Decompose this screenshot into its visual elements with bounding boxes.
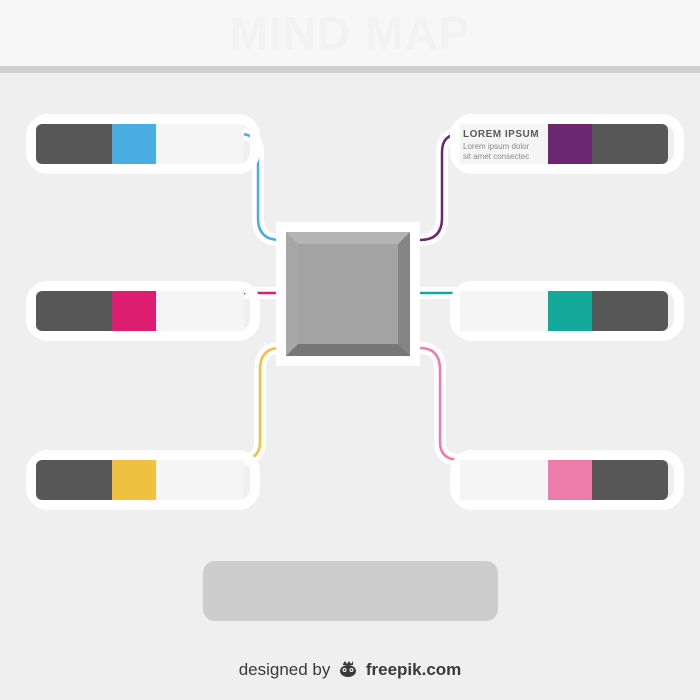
header-divider	[0, 66, 700, 73]
node-tab	[592, 460, 668, 500]
node-text-box	[156, 124, 244, 164]
node-tab	[592, 124, 668, 164]
node-bottom-left	[26, 450, 260, 510]
node-text-box	[156, 460, 244, 500]
node-title: LOREM IPSUM	[463, 129, 540, 140]
node-color-swatch	[112, 460, 156, 500]
central-node-face	[298, 244, 398, 344]
node-color-swatch	[548, 460, 592, 500]
node-tab	[592, 291, 668, 331]
node-body	[156, 129, 244, 131]
connector-bottom-left	[239, 346, 281, 462]
central-node-bevel	[286, 232, 410, 356]
node-middle-right	[450, 281, 684, 341]
diagram-title: MIND MAP	[229, 7, 471, 59]
node-bottom-right	[450, 450, 684, 510]
credit-line: designed by freepik.com	[0, 660, 700, 680]
node-tab	[36, 291, 112, 331]
node-color-swatch	[112, 124, 156, 164]
node-body	[460, 465, 548, 467]
node-body	[460, 296, 548, 298]
node-color-swatch	[548, 291, 592, 331]
central-node	[276, 222, 420, 366]
credit-prefix: designed by	[238, 660, 331, 679]
node-top-right: LOREM IPSUM Lorem ipsum dolor sit amet c…	[450, 114, 684, 174]
node-color-swatch	[112, 291, 156, 331]
node-text-box	[460, 460, 548, 500]
node-body: Lorem ipsum dolor sit amet consectec	[463, 142, 530, 161]
node-text-box	[460, 291, 548, 331]
node-tab	[36, 124, 112, 164]
node-text-box: LOREM IPSUM Lorem ipsum dolor sit amet c…	[460, 124, 548, 164]
header-band	[0, 0, 700, 66]
footer-button[interactable]	[203, 561, 498, 621]
credit-brand: freepik.com	[365, 660, 462, 679]
node-middle-left	[26, 281, 260, 341]
node-top-left	[26, 114, 260, 174]
node-text-box	[156, 291, 244, 331]
node-tab	[36, 460, 112, 500]
freepik-logo-icon	[340, 661, 357, 677]
connector-bottom-right	[419, 346, 461, 462]
node-color-swatch	[548, 124, 592, 164]
node-body	[156, 296, 244, 298]
node-body	[156, 465, 244, 467]
